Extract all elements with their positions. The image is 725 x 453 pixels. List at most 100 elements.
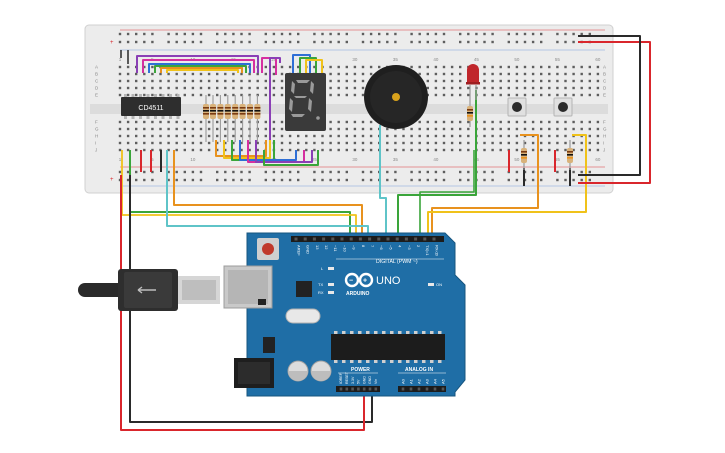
segment-resistor: [232, 95, 239, 142]
power-pin-hole[interactable]: [368, 387, 372, 391]
power-label: POWER: [351, 367, 370, 373]
atmega-pin: [390, 331, 394, 334]
rail-hole: [288, 170, 292, 174]
digital-pin-hole[interactable]: [395, 237, 399, 241]
analog-pin-hole[interactable]: [441, 387, 445, 391]
bb-hole: [556, 79, 559, 83]
rail-hole: [321, 40, 324, 44]
bb-hole: [159, 120, 162, 124]
bb-hole: [256, 86, 259, 90]
rail-hole: [288, 40, 292, 44]
rail-hole: [232, 178, 235, 182]
bb-hole: [256, 141, 259, 145]
analog-pin-hole[interactable]: [401, 387, 405, 391]
pulldown-resistor-2: [567, 140, 573, 170]
chip-pins: [124, 94, 180, 119]
rail-hole: [337, 32, 340, 36]
digital-pin-hole[interactable]: [368, 237, 372, 241]
bb-hole: [240, 86, 243, 90]
rail-hole: [329, 40, 332, 44]
wire-chip-f: [166, 69, 239, 73]
power-pin-hole[interactable]: [351, 387, 354, 391]
bb-hole: [329, 65, 332, 69]
digital-pin-hole[interactable]: [432, 237, 436, 241]
bb-hole: [410, 127, 413, 131]
push-button-1[interactable]: [507, 97, 527, 117]
usb-chip: [296, 281, 312, 297]
bb-hole: [159, 93, 162, 97]
bb-hole: [224, 120, 227, 124]
bb-hole: [199, 120, 203, 124]
wire-orange-right: [431, 134, 539, 240]
digital-pin-hole[interactable]: [423, 237, 427, 241]
bb-hole: [232, 72, 235, 76]
bb-hole: [151, 134, 154, 138]
column-number-bottom: 60: [595, 157, 601, 162]
rail-hole: [369, 178, 373, 182]
bb-hole: [564, 134, 567, 138]
analog-pin-hole[interactable]: [433, 387, 437, 391]
bb-hole: [394, 141, 397, 145]
power-pin-hole[interactable]: [374, 387, 378, 391]
digital-pin-hole[interactable]: [303, 237, 307, 241]
bb-hole: [353, 72, 357, 76]
column-number-top: 1: [119, 57, 122, 62]
bb-hole: [167, 127, 170, 131]
bb-hole: [151, 120, 154, 124]
bb-hole: [588, 65, 591, 69]
rail-hole: [175, 40, 178, 44]
bb-hole: [167, 148, 170, 152]
push-button-2[interactable]: [553, 97, 573, 117]
segment-d: [291, 114, 305, 117]
bb-hole: [191, 120, 195, 124]
segment-resistor: [247, 95, 253, 142]
digital-pin-hole[interactable]: [340, 237, 344, 241]
rail-hole: [126, 40, 130, 44]
bb-hole: [515, 79, 519, 83]
bb-hole: [151, 141, 154, 145]
bb-hole: [361, 141, 365, 145]
bb-hole: [540, 86, 543, 90]
digital-pin-hole[interactable]: [294, 237, 298, 241]
bb-hole: [224, 72, 227, 76]
bb-hole: [564, 141, 567, 145]
digital-pin-hole[interactable]: [331, 237, 335, 241]
bb-hole: [248, 86, 251, 90]
analog-pin-hole[interactable]: [409, 387, 413, 391]
bb-hole: [556, 65, 559, 69]
digital-pin-hole[interactable]: [404, 237, 408, 241]
rail-hole: [564, 32, 567, 36]
bb-hole: [345, 86, 348, 90]
bb-hole: [353, 93, 357, 97]
bb-hole: [483, 120, 486, 124]
power-pin-hole[interactable]: [345, 387, 349, 391]
analog-pin-hole[interactable]: [425, 387, 429, 391]
bb-hole: [353, 65, 357, 69]
bb-hole: [353, 127, 357, 131]
column-number-top: 20: [271, 57, 277, 62]
power-pin-hole[interactable]: [357, 387, 360, 391]
bb-hole: [564, 86, 567, 90]
digital-pin-hole[interactable]: [414, 237, 418, 241]
digital-pin-hole[interactable]: [312, 237, 316, 241]
rail-hole: [426, 40, 429, 44]
bb-hole: [361, 148, 365, 152]
digital-pin-hole[interactable]: [322, 237, 326, 241]
bb-hole: [531, 141, 535, 145]
atmega-pin: [382, 360, 386, 363]
power-pin-hole[interactable]: [362, 387, 366, 391]
digital-pin-hole[interactable]: [358, 237, 362, 241]
rail-hole: [580, 32, 583, 36]
bb-hole: [402, 134, 405, 138]
digital-pin-hole[interactable]: [349, 237, 353, 241]
rail-hole: [369, 32, 373, 36]
bb-hole: [167, 134, 170, 138]
bb-hole: [588, 141, 591, 145]
digital-pin-hole[interactable]: [386, 237, 390, 241]
row-letter: I: [603, 141, 604, 146]
bb-hole: [329, 93, 332, 97]
digital-pin-hole[interactable]: [377, 237, 381, 241]
bb-hole: [580, 141, 583, 145]
power-pin-hole[interactable]: [339, 387, 343, 391]
analog-pin-hole[interactable]: [417, 387, 421, 391]
